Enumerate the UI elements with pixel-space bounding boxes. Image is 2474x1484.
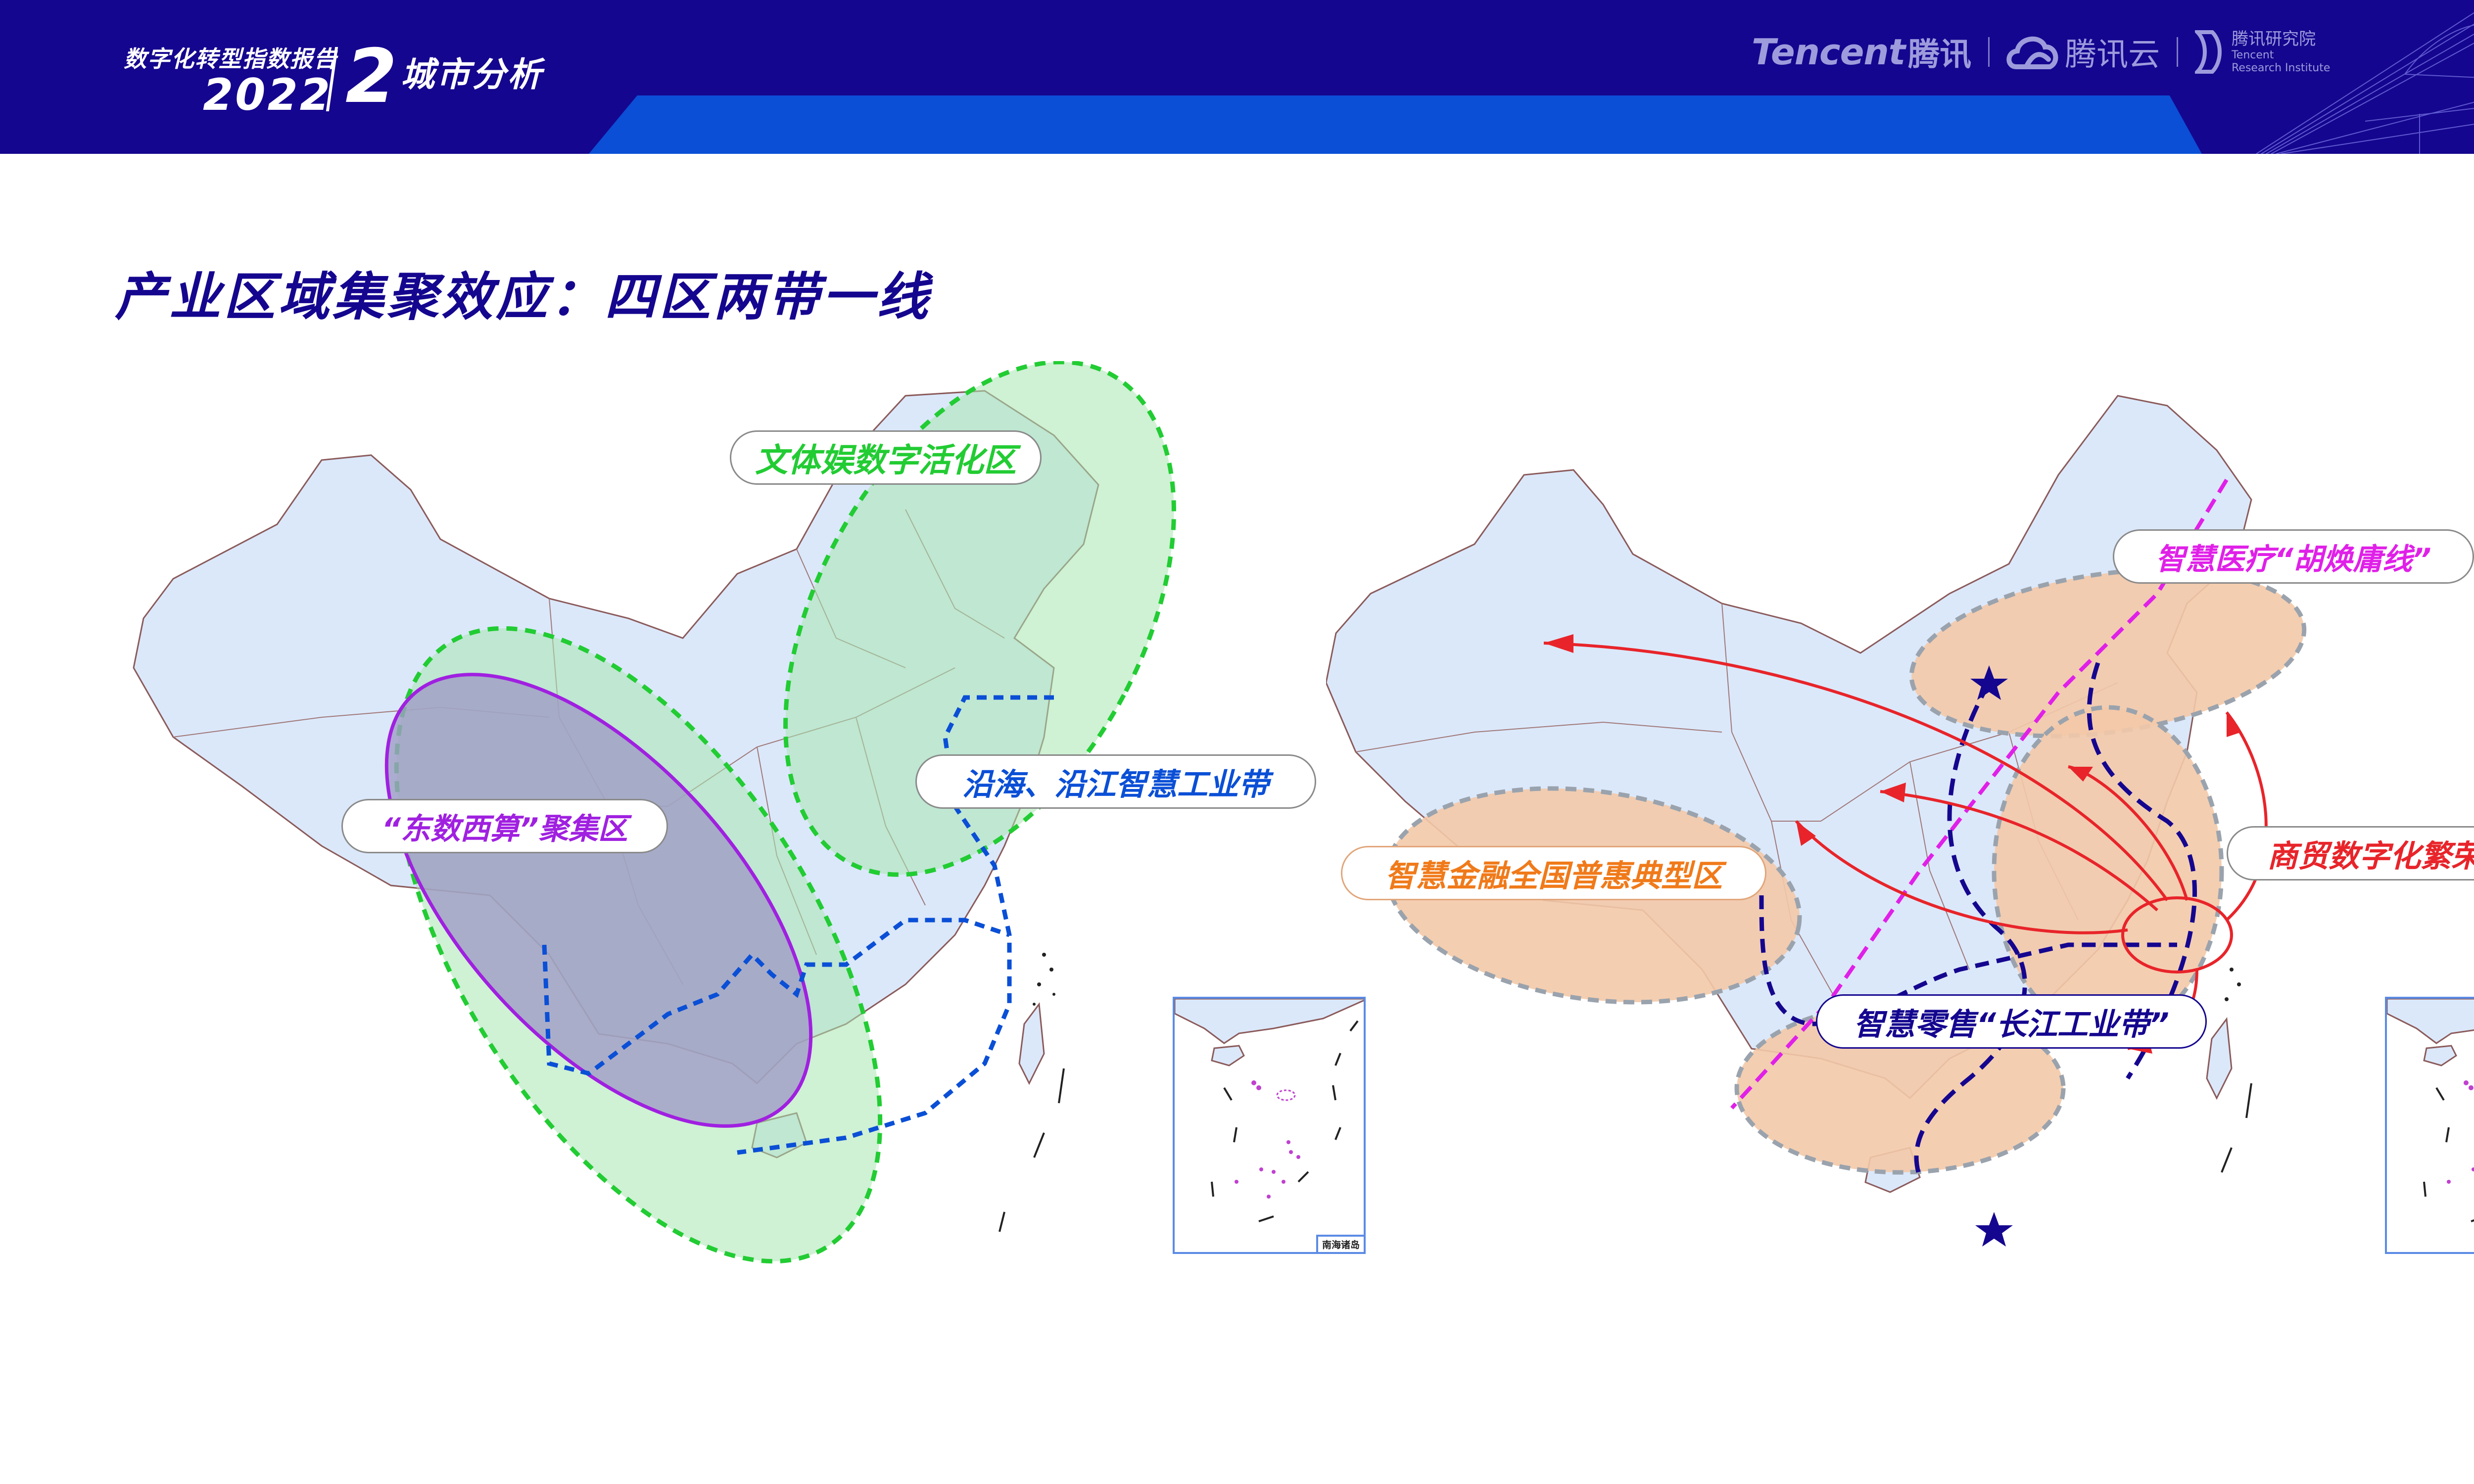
inset-map-graphic <box>2387 999 2474 1222</box>
callout-smart-healthcare-hu-line: 智慧医疗“胡焕庸线” <box>2113 529 2474 584</box>
train-line-art-icon <box>2256 12 2474 154</box>
tencent-logo-text: Tencent <box>1752 31 1905 73</box>
coastal-islands <box>2225 968 2241 1001</box>
yangtze-belt-line <box>542 918 1010 1076</box>
taiwan-island-shape <box>1018 1002 1045 1085</box>
logo-separator <box>1988 37 1990 67</box>
callout-label: 智慧金融全国普惠典型区 <box>1384 858 1722 894</box>
research-institute-en-2: Research Institute <box>2232 61 2331 74</box>
inset-map-graphic <box>1175 999 1364 1222</box>
commerce-arrows <box>1543 642 2268 1050</box>
yangtze-retail-line-2 <box>2087 662 2197 1080</box>
south-china-sea-inset: 南海诸岛 <box>1173 997 1366 1254</box>
callout-coastal-river-belt: 沿海、沿江智慧工业带 <box>915 754 1316 809</box>
right-map-graphic <box>1326 395 2307 1247</box>
tencent-cloud-icon <box>2006 36 2058 69</box>
tencent-cloud-logo-cn: 腾讯云 <box>2065 37 2160 73</box>
research-institute-icon <box>2195 30 2222 74</box>
callout-smart-finance-zone: 智慧金融全国普惠典型区 <box>1341 846 1766 900</box>
northeast-orange-zone <box>1909 567 2307 739</box>
chapter-title: 城市分析 <box>401 55 544 94</box>
callout-commerce-zone: 商贸数字化繁荣区 <box>2227 826 2474 881</box>
coastal-belt-line <box>737 695 1054 1155</box>
east-data-west-compute-ellipse <box>384 673 813 1128</box>
report-year: 2022 <box>203 69 332 120</box>
chapter-number: 2 <box>345 34 397 120</box>
callout-label: 智慧零售“长江工业带” <box>1854 1006 2169 1042</box>
partner-logos: Tencent 腾讯 腾讯云 腾讯研究院 Tencent Research In… <box>1752 25 2330 79</box>
south-china-sea-inset: 南海诸岛 <box>2385 997 2474 1254</box>
taiwan-island-shape <box>2206 1017 2233 1100</box>
culture-zone-ellipse <box>783 361 1176 877</box>
commerce-hub-circle <box>2121 896 2233 974</box>
tencent-logo-cn: 腾讯 <box>1908 37 1972 73</box>
callout-label: 商贸数字化繁荣区 <box>2267 838 2474 874</box>
header-accent-strip <box>589 95 2202 154</box>
header-banner: 数字化转型指数报告 2022 2 城市分析 Tencent 腾讯 腾讯云 腾讯研… <box>0 0 2474 154</box>
callout-label: “东数西算”聚集区 <box>381 811 628 846</box>
inset-label: 南海诸岛 <box>1316 1235 1364 1252</box>
callout-culture-zone: 文体娱数字活化区 <box>730 430 1042 485</box>
left-map-graphic <box>133 361 1176 1264</box>
yangtze-retail-line-3 <box>1759 895 2177 1026</box>
callout-label: 沿海、沿江智慧工业带 <box>962 766 1269 802</box>
callout-label: 智慧医疗“胡焕庸线” <box>2155 542 2431 577</box>
callout-east-data-west-compute: “东数西算”聚集区 <box>341 799 668 853</box>
report-name: 数字化转型指数报告 <box>124 46 337 72</box>
star-south-icon <box>1975 1212 2013 1247</box>
research-institute-text: 腾讯研究院 Tencent Research Institute <box>2232 30 2330 74</box>
right-china-map: 智慧医疗“胡焕庸线” 智慧金融全国普惠典型区 商贸数字化繁荣区 智慧零售“长江工… <box>1326 376 2474 1276</box>
left-china-map: 文体娱数字活化区 “东数西算”聚集区 沿海、沿江智慧工业带 南海诸岛 <box>114 361 1376 1276</box>
yangtze-retail-line-1 <box>1914 681 2027 1178</box>
research-institute-cn: 腾讯研究院 <box>2232 29 2316 49</box>
star-north-icon <box>1970 665 2008 700</box>
page-title: 产业区域集聚效应：四区两带一线 <box>115 267 932 327</box>
nine-dash-segments <box>2221 1083 2252 1173</box>
research-institute-en-1: Tencent <box>2232 49 2274 62</box>
callout-label: 文体娱数字活化区 <box>755 441 1016 479</box>
coastal-islands <box>1033 953 1055 1006</box>
callout-smart-retail-yangtze: 智慧零售“长江工业带” <box>1816 994 2207 1049</box>
logo-separator <box>2177 37 2179 67</box>
nine-dash-segments <box>999 1068 1065 1232</box>
